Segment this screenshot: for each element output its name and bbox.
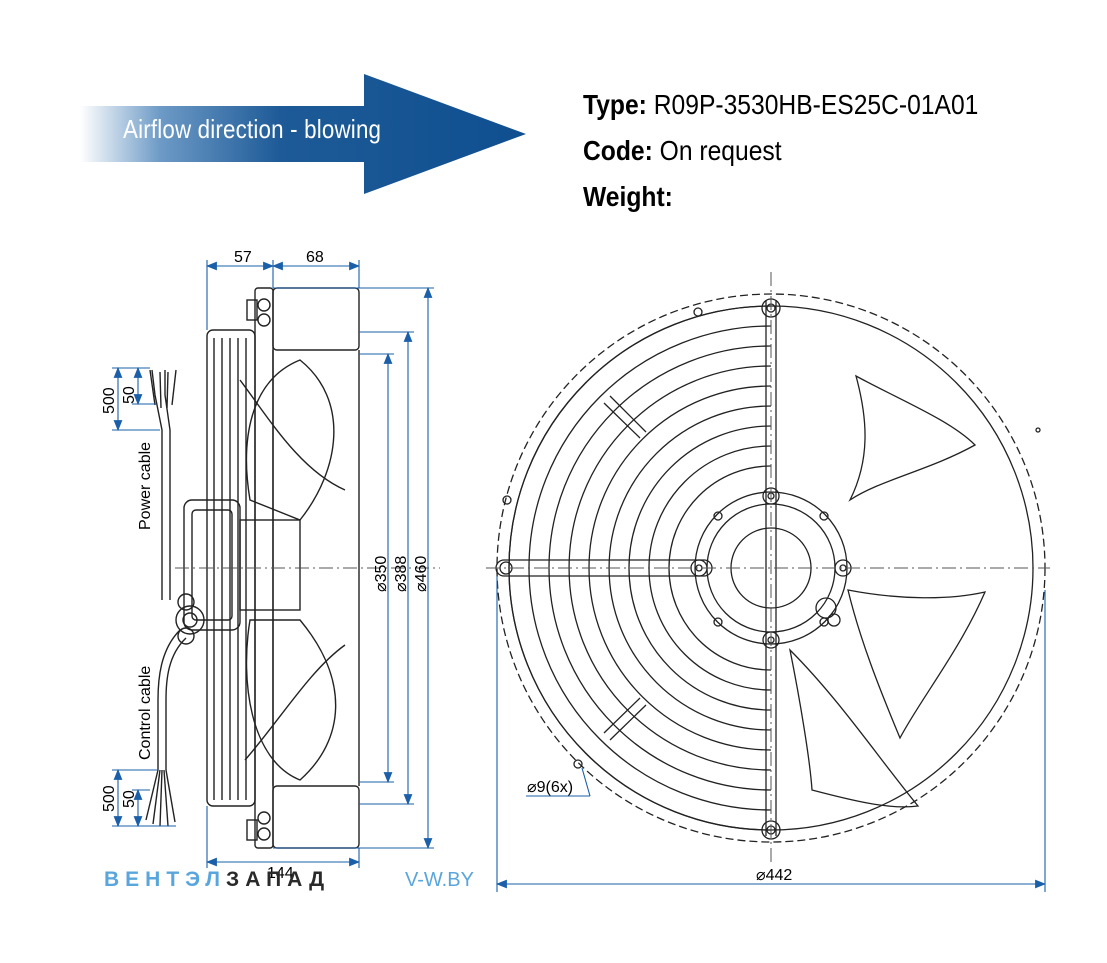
- label-power-cable: Power cable: [137, 442, 154, 530]
- dim-power-500: 500: [101, 387, 118, 414]
- front-dimensions: [495, 576, 1047, 892]
- dim-460: ⌀460: [413, 556, 430, 592]
- spec-type-key: Type:: [583, 89, 647, 120]
- label-control-cable: Control cable: [137, 666, 154, 760]
- dim-350: ⌀350: [373, 556, 390, 592]
- spec-type-value: R09P-3530HB-ES25C-01A01: [653, 89, 979, 120]
- airflow-label: Airflow direction - blowing: [123, 114, 382, 144]
- spec-type-row: Type: R09P-3530HB-ES25C-01A01: [583, 82, 978, 128]
- side-dimensions: [112, 260, 434, 868]
- dim-57: 57: [234, 249, 252, 266]
- brand-part2: ЗАПАД: [226, 868, 331, 891]
- brand-part1: ВЕНТЭЛ: [104, 868, 227, 891]
- spec-block: Type: R09P-3530HB-ES25C-01A01 Code: On r…: [583, 82, 978, 220]
- dim-388: ⌀388: [393, 556, 410, 592]
- spec-weight-row: Weight:: [583, 174, 978, 220]
- spec-code-key: Code:: [583, 135, 653, 166]
- spec-code-row: Code: On request: [583, 128, 978, 174]
- dim-144: 144: [267, 865, 294, 882]
- dim-power-50: 50: [121, 386, 138, 404]
- dim-442: ⌀442: [756, 867, 792, 884]
- dim-mounting-holes: ⌀9(6x): [527, 779, 573, 796]
- spec-weight-key: Weight:: [583, 181, 673, 212]
- dim-68: 68: [306, 249, 324, 266]
- dim-control-500: 500: [101, 785, 118, 812]
- spec-code-value: On request: [659, 135, 782, 166]
- dim-control-50: 50: [121, 790, 138, 808]
- brand-site: V-W.BY: [405, 869, 474, 891]
- airflow-arrow: [80, 74, 526, 194]
- brand-watermark: ВЕНТЭЛЗАПАД: [104, 868, 330, 892]
